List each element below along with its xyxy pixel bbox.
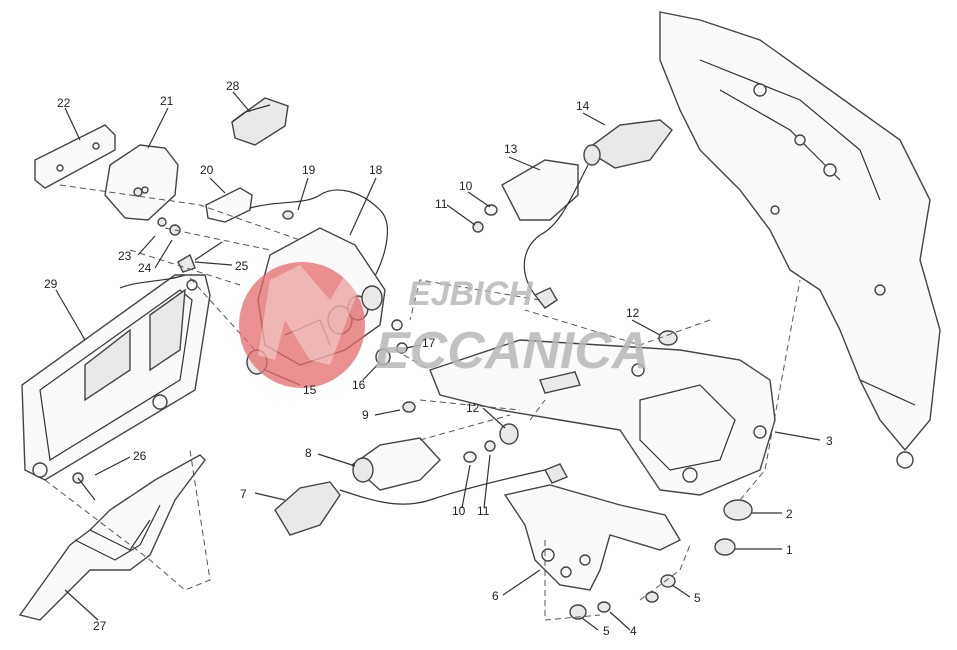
callout-9: 9 bbox=[362, 408, 369, 422]
callout-25: 25 bbox=[235, 259, 249, 273]
callout-12b: 12 bbox=[466, 401, 480, 415]
callout-5b: 5 bbox=[603, 624, 610, 638]
callout-7: 7 bbox=[240, 487, 247, 501]
callout-29: 29 bbox=[44, 277, 58, 291]
lower-bracket-6 bbox=[503, 484, 681, 591]
callout-21: 21 bbox=[160, 94, 174, 108]
callout-19: 19 bbox=[302, 163, 316, 177]
callout-23: 23 bbox=[118, 249, 132, 263]
rear-turn-signal-right bbox=[501, 119, 673, 309]
callout-27: 27 bbox=[93, 619, 107, 633]
nut-5-left bbox=[569, 604, 587, 620]
plate-support-bracket bbox=[18, 454, 206, 621]
reflector-plate bbox=[34, 124, 116, 189]
callout-15: 15 bbox=[303, 383, 317, 397]
callout-12a: 12 bbox=[626, 306, 640, 320]
reflector-bracket bbox=[104, 144, 179, 221]
callout-28: 28 bbox=[226, 79, 240, 93]
callout-22: 22 bbox=[57, 96, 71, 110]
callout-11a: 11 bbox=[435, 197, 448, 211]
screw-1 bbox=[714, 538, 736, 556]
callout-13: 13 bbox=[504, 142, 518, 156]
spacer-16 bbox=[375, 348, 391, 366]
screw-4 bbox=[597, 601, 611, 613]
connector-20 bbox=[205, 187, 388, 286]
callout-16: 16 bbox=[352, 378, 366, 392]
callout-14: 14 bbox=[576, 99, 590, 113]
callout-1: 1 bbox=[786, 543, 793, 557]
watermark-line2: ECCANICA bbox=[375, 322, 649, 380]
callout-26: 26 bbox=[133, 449, 147, 463]
small-hardware bbox=[72, 187, 753, 620]
callout-10a: 10 bbox=[459, 179, 473, 193]
watermark-badge bbox=[239, 262, 365, 388]
callout-17: 17 bbox=[422, 336, 436, 350]
callout-11b: 11 bbox=[477, 504, 490, 518]
rear-turn-signal-left bbox=[274, 423, 568, 536]
callout-24: 24 bbox=[138, 261, 152, 275]
watermark-line1: EJBICH bbox=[408, 275, 534, 313]
rear-subframe bbox=[659, 11, 941, 469]
callout-4: 4 bbox=[630, 624, 637, 638]
callout-18: 18 bbox=[369, 163, 383, 177]
nut-5-right bbox=[660, 574, 676, 588]
connector-28 bbox=[231, 97, 289, 146]
callout-2: 2 bbox=[786, 507, 793, 521]
grommet-2 bbox=[723, 499, 753, 521]
callout-3: 3 bbox=[826, 434, 833, 448]
callout-5a: 5 bbox=[694, 591, 701, 605]
callout-10b: 10 bbox=[452, 504, 466, 518]
license-plate-holder bbox=[21, 274, 211, 481]
grommet-12 bbox=[658, 330, 678, 346]
callout-8: 8 bbox=[305, 446, 312, 460]
callout-20: 20 bbox=[200, 163, 214, 177]
watermark: EJBICH ECCANICA bbox=[239, 262, 649, 388]
callout-6: 6 bbox=[492, 589, 499, 603]
callout-labels: 1 2 3 4 5 5 6 7 8 9 10 10 11 11 12 12 13… bbox=[44, 79, 833, 638]
leader-lines bbox=[55, 91, 821, 631]
main-support-bracket bbox=[429, 330, 776, 496]
